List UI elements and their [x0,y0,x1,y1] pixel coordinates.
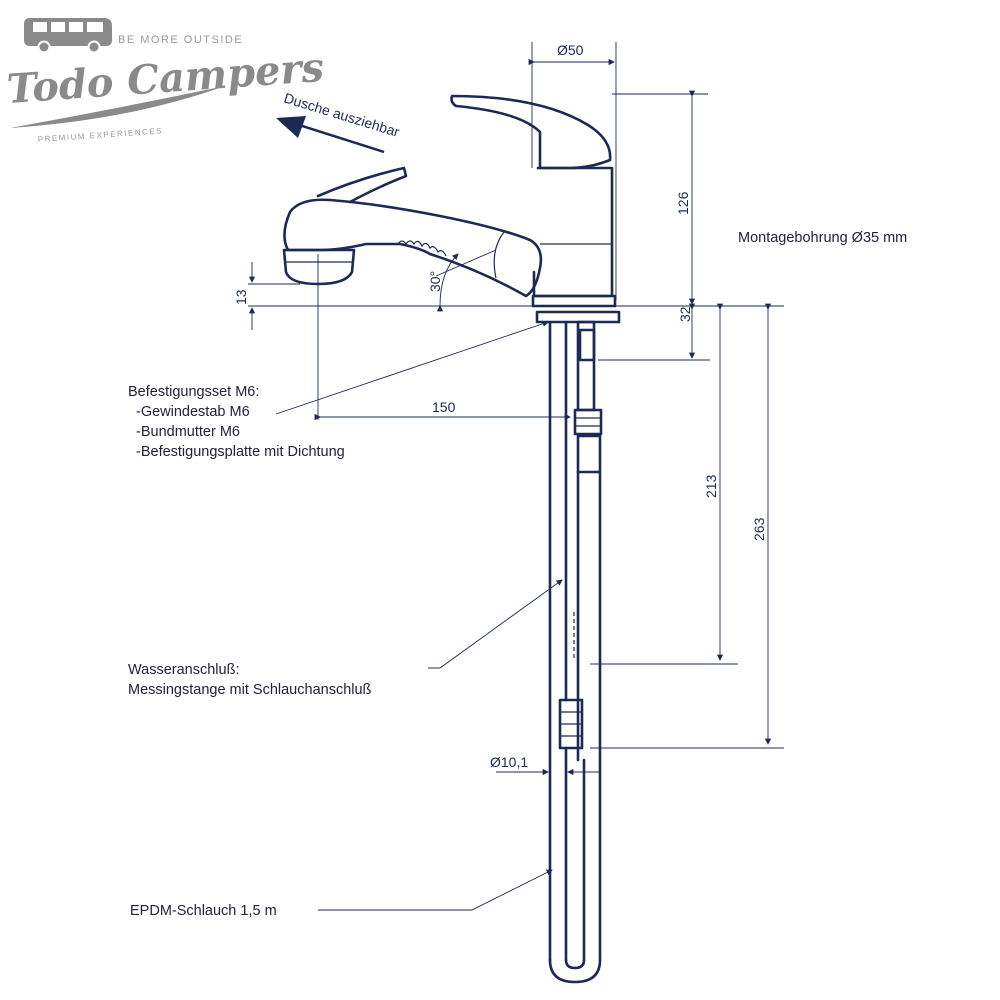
water-connection-title: Wasseranschluß: [128,662,239,678]
dim-height-base: 32 [677,306,693,322]
todo-campers-logo: BE MORE OUTSIDE Todo Campers PREMIUM EXP… [5,18,325,144]
leader-lines [275,320,563,911]
dim-angle: 30° [427,271,443,292]
dim-height-upper: 126 [675,191,691,215]
van-icon [24,18,112,54]
mounting-rod [573,320,603,474]
dim-length-213: 213 [703,474,719,498]
dim-length-263: 263 [751,517,767,541]
dim-top-diameter: Ø50 [557,42,584,58]
fixing-set-item: -Befestigungsplatte mit Dichtung [136,444,345,460]
fixing-set-item: -Gewindestab M6 [136,404,250,420]
water-connection-detail: Messingstange mit Schlauchanschluß [128,682,372,698]
dim-hose-diameter: Ø10,1 [490,754,528,770]
fixing-set-title: Befestigungsset M6: [128,384,259,400]
hose-label: EPDM-Schlauch 1,5 m [130,903,277,919]
fixing-set-item: -Bundmutter M6 [136,424,240,440]
dimension-lines [248,42,784,790]
pull-out-arrow [276,116,385,154]
arrow-label: Dusche ausziehbar [282,90,402,140]
logo-tagline-bottom: PREMIUM EXPERIENCES [38,126,164,144]
shower-head [282,166,543,298]
mounting-hole-label: Montagebohrung Ø35 mm [738,230,907,246]
hose [548,320,602,984]
dim-height-13: 13 [233,289,249,305]
faucet-body [450,94,621,324]
logo-tagline-top: BE MORE OUTSIDE [118,34,243,46]
dim-reach: 150 [432,399,456,415]
